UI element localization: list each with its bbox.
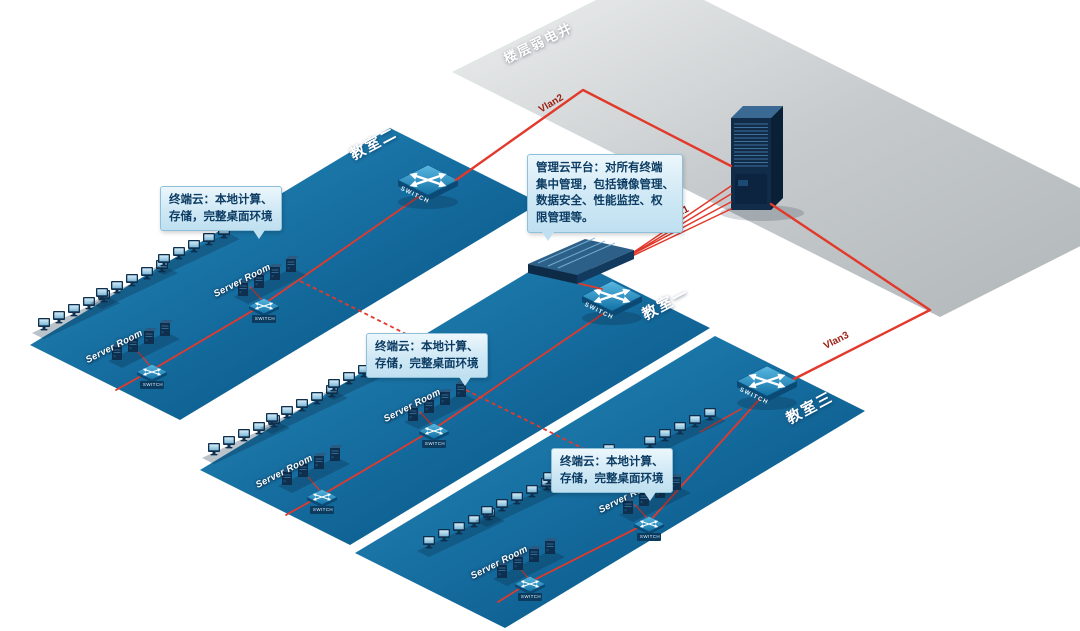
management-platform-callout: 管理云平台：对所有终端 集中管理，包括镜像管理、 数据安全、性能监控、权 限管理… (527, 154, 683, 241)
server-room-branch-lines (137, 286, 650, 581)
server-cabinet-row (278, 444, 350, 493)
mini-switch-base (422, 440, 446, 448)
dotted-link-1-3 (465, 389, 599, 457)
classroom2-lan-line (115, 192, 425, 391)
management-server-icon (528, 237, 634, 284)
mini-switch-base (518, 593, 542, 601)
classroom3-lan-line (497, 392, 766, 603)
callout-tail (458, 377, 471, 387)
classroom1-lan-line (285, 308, 611, 516)
mini-switch-base (637, 533, 661, 541)
mini-switch-base (252, 315, 276, 323)
pc-row (475, 478, 563, 527)
classroom-lan-links (115, 192, 766, 603)
pc-row (152, 226, 240, 275)
terminal-cloud-callout-text: 终端云：本地计算、 存储，完整桌面环境 (375, 341, 479, 370)
pc-row (260, 385, 348, 434)
terminal-cloud-callout-classroom1: 终端云：本地计算、 存储，完整桌面环境 (366, 333, 488, 387)
pc-row (32, 290, 120, 339)
callout-tail (252, 230, 265, 240)
classroom1-floor (200, 253, 710, 545)
pc-row (202, 415, 290, 464)
server-cabinet-row (619, 473, 691, 522)
server-cabinet-row (108, 319, 180, 368)
core-rack-icon (720, 106, 804, 221)
pc-row (417, 508, 505, 557)
callout-tail (643, 492, 656, 502)
server-cabinet-row (493, 537, 565, 586)
vlan2-link-line (454, 88, 733, 182)
terminal-cloud-callout-text: 终端云：本地计算、 存储，完整桌面环境 (169, 194, 273, 223)
server-cabinet-row (234, 255, 306, 304)
terminal-cloud-callout-classroom2: 终端云：本地计算、 存储，完整桌面环境 (160, 186, 282, 240)
terminal-cloud-callout-classroom3: 终端云：本地计算、 存储，完整桌面环境 (551, 448, 673, 502)
vlan3-link-line (769, 202, 932, 381)
pc-row (90, 260, 178, 309)
callout-tail (542, 231, 554, 241)
management-platform-callout-text: 管理云平台：对所有终端 集中管理，包括镜像管理、 数据安全、性能监控、权 限管理… (536, 162, 674, 225)
server-to-switch-line (576, 282, 603, 290)
classroom3-branch-line (699, 408, 742, 433)
mini-switch-base (310, 506, 334, 514)
pc-row (638, 408, 726, 457)
mini-switch-base (140, 381, 164, 389)
server-cabinet-row (404, 380, 476, 429)
classroom2-equipment (32, 165, 458, 389)
terminal-cloud-callout-text: 终端云：本地计算、 存储，完整桌面环境 (560, 456, 664, 485)
